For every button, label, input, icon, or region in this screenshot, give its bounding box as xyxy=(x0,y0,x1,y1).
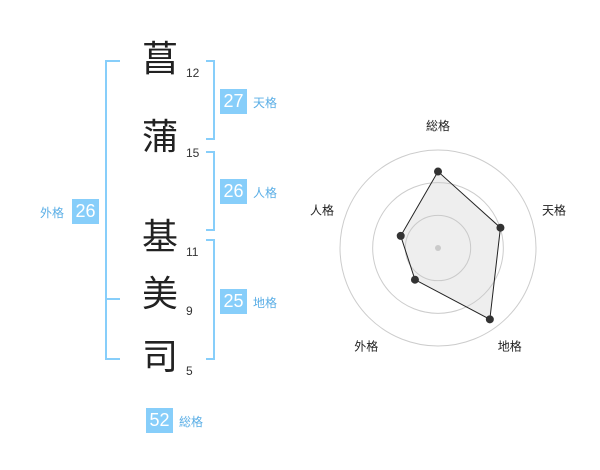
radar-axis-label-4: 外格 xyxy=(354,339,378,354)
tenkaku-bracket xyxy=(206,60,215,140)
radar-point-3 xyxy=(485,315,494,324)
name-char-2: 蒲 xyxy=(141,117,178,158)
chikaku-value-box: 25 xyxy=(220,289,247,314)
chikaku-bracket xyxy=(206,239,215,360)
radar-area xyxy=(400,170,501,321)
radar-ring-1 xyxy=(404,214,472,282)
name-char-1: 菖 xyxy=(141,39,178,80)
jinkaku-label: 人格 xyxy=(253,186,278,200)
chikaku-label: 地格 xyxy=(253,296,278,310)
gaikaku-bracket xyxy=(105,60,120,360)
name-char-4: 美 xyxy=(141,274,178,315)
tenkaku-value-box: 27 xyxy=(220,89,247,114)
jinkaku-bracket xyxy=(206,151,215,231)
radar-point-2 xyxy=(496,223,505,232)
stroke-count-1: 12 xyxy=(186,66,200,80)
radar-axis-label-1: 総格 xyxy=(426,118,450,133)
radar-center-dot xyxy=(435,245,441,251)
name-char-3: 基 xyxy=(141,217,178,258)
radar-point-4 xyxy=(410,275,419,284)
radar-axis-label-2: 天格 xyxy=(542,202,566,217)
stroke-count-2: 15 xyxy=(186,146,200,160)
stroke-count-3: 11 xyxy=(186,245,199,259)
tenkaku-label: 天格 xyxy=(253,96,278,110)
radar-axis-label-5: 人格 xyxy=(310,202,334,217)
radar-ring-3 xyxy=(339,149,537,347)
gaikaku-value-box: 26 xyxy=(72,199,99,224)
stroke-count-4: 9 xyxy=(186,304,193,318)
radar-ring-2 xyxy=(372,182,504,314)
stroke-count-5: 5 xyxy=(186,364,193,378)
radar-point-1 xyxy=(434,167,442,176)
gaikaku-label: 外格 xyxy=(40,206,65,220)
jinkaku-value-box: 26 xyxy=(220,179,247,204)
name-char-5: 司 xyxy=(141,337,178,378)
soukaku-value-box: 52 xyxy=(146,408,173,433)
radar-point-5 xyxy=(396,231,405,240)
soukaku-label: 総格 xyxy=(179,415,204,429)
radar-axis-label-3: 地格 xyxy=(498,339,522,354)
